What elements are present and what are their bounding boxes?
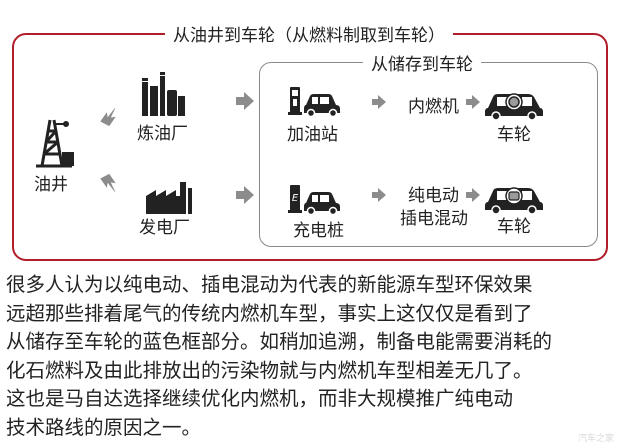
wheel-bottom-label: 车轮 — [497, 217, 531, 237]
arrow-station-to-ice — [372, 95, 386, 109]
watermark: 汽车之家 — [577, 434, 614, 444]
arrow-ice-to-wheel — [466, 95, 480, 109]
explanation-paragraph: 很多人认为以纯电动、插电混动为代表的新能源车型环保效果 远超那些排着尾气的传统内… — [6, 271, 618, 442]
inner-frame-title: 从储存到车轮 — [363, 50, 481, 75]
refinery-label: 炼油厂 — [137, 124, 188, 144]
charger-icon: E — [288, 185, 340, 216]
arrow-charger-to-ev — [372, 188, 386, 202]
paragraph-line: 从储存至车轮的蓝色框部分。如稍加追溯，制备电能需要消耗的 — [6, 330, 553, 353]
charging-pile-label: 充电桩 — [293, 221, 344, 241]
arrow-well-to-refinery — [100, 108, 116, 127]
paragraph-line: 化石燃料及由此排放出的污染物就与内燃机车型相差无几了。 — [6, 358, 533, 382]
fuel-pump-icon — [288, 87, 340, 118]
arrow-well-to-power — [100, 173, 116, 192]
oil-well-label: 油井 — [34, 175, 68, 195]
outer-frame-title: 从油井到车轮（从燃料制取到车轮） — [165, 21, 453, 46]
ice-label: 内燃机 — [408, 97, 459, 117]
arrow-ev-to-wheel — [466, 188, 480, 202]
paragraph-line: 远超那些排着尾气的传统内燃机车型，事实上这仅仅是看到了 — [6, 301, 533, 325]
paragraph-line: 这也是马自达选择继续优化内燃机，而非大规模推广纯电动 — [6, 387, 514, 410]
factory-icon — [146, 182, 192, 214]
phev-label: 插电混动 — [400, 209, 468, 229]
arrow-power-to-charger — [236, 186, 254, 204]
wheel-top-label: 车轮 — [497, 125, 531, 145]
svg-text:E: E — [292, 193, 299, 204]
ev-label: 纯电动 — [408, 186, 459, 206]
motor-car-icon — [485, 187, 543, 215]
engine-car-icon — [485, 93, 543, 121]
paragraph-line: 很多人认为以纯电动、插电混动为代表的新能源车型环保效果 — [6, 273, 533, 296]
oil-derrick-icon — [36, 119, 74, 168]
refinery-icon — [142, 72, 185, 116]
paragraph-line: 技术路线的原因之一。 — [6, 415, 202, 439]
gas-station-label: 加油站 — [287, 125, 338, 145]
arrow-refinery-to-station — [236, 92, 254, 110]
power-plant-label: 发电厂 — [139, 218, 190, 238]
